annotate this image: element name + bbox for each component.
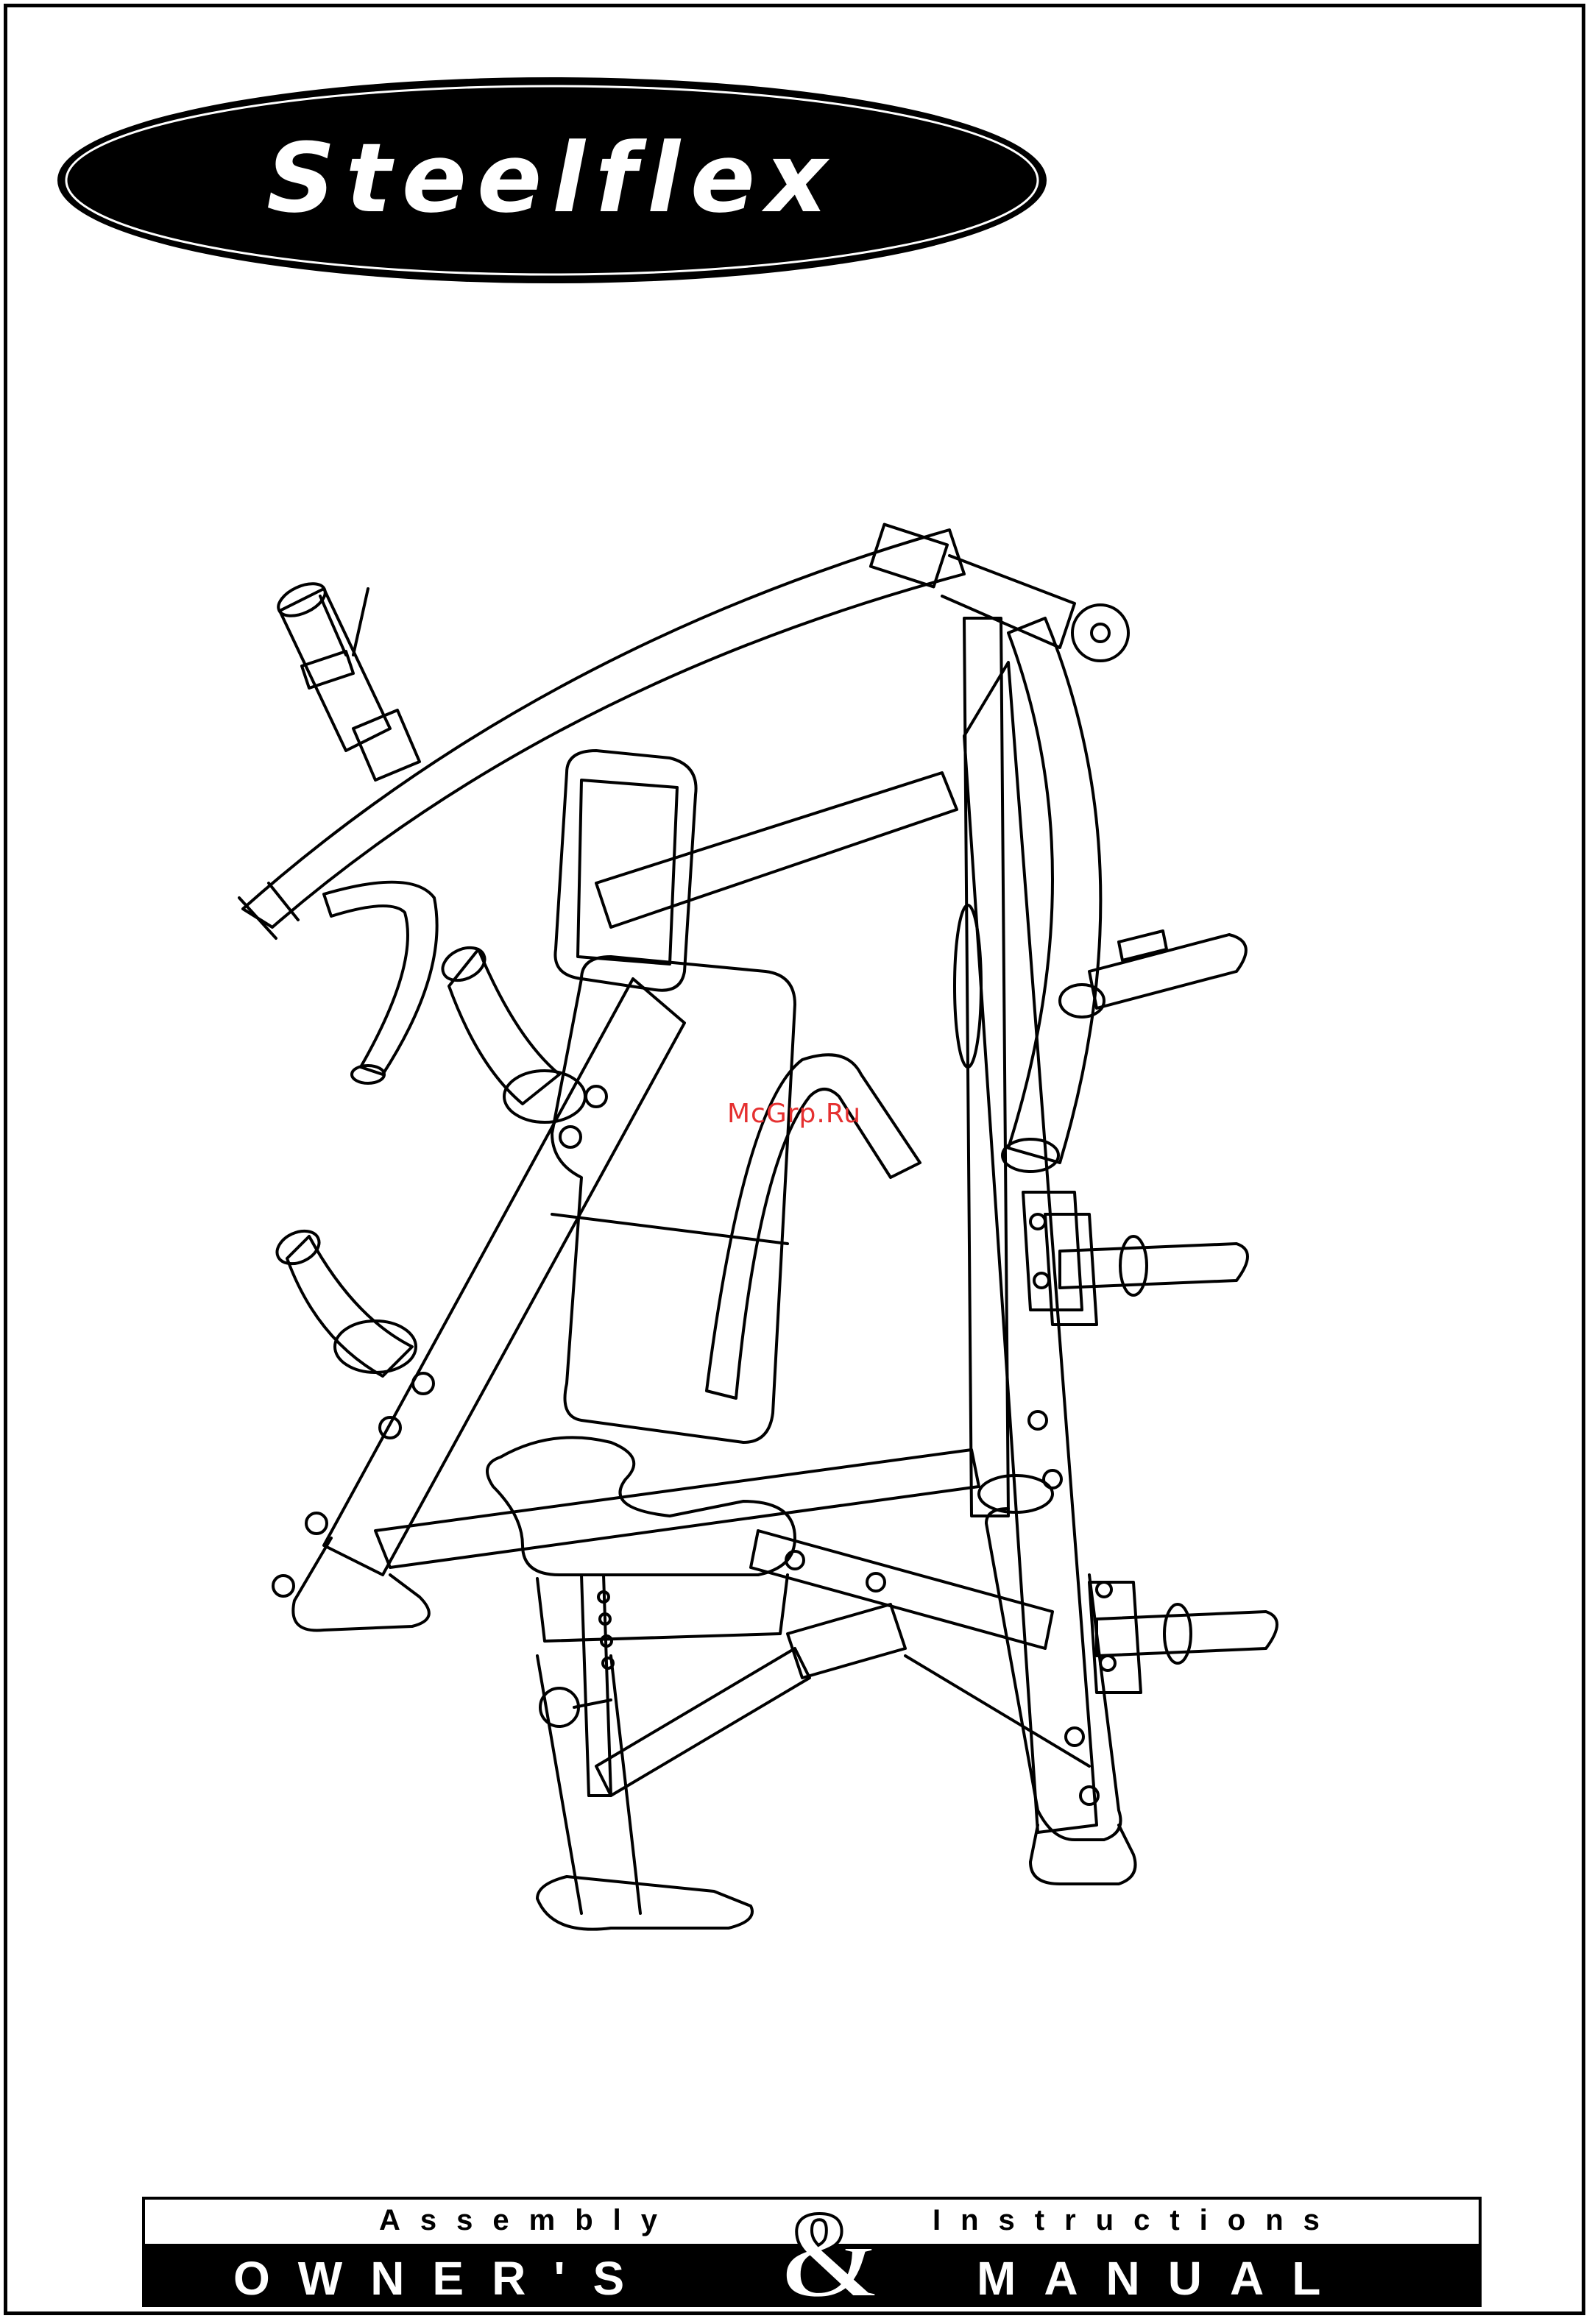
title-manual: MANUAL <box>977 2251 1348 2306</box>
machine-illustration-icon <box>169 515 1384 2024</box>
cover-title-banner: Assembly Instructions OWNER'S MANUAL & <box>142 2197 1482 2307</box>
title-owners: OWNER'S <box>233 2251 652 2306</box>
ampersand-glyph: & <box>778 2192 882 2317</box>
subtitle-instructions: Instructions <box>933 2204 1340 2237</box>
svg-text:Steelflex: Steelflex <box>266 122 838 234</box>
watermark-text: McGrp.Ru <box>727 1099 861 1129</box>
steelflex-logo: Steelflex <box>52 70 1053 291</box>
subtitle-assembly: Assembly <box>379 2204 677 2237</box>
